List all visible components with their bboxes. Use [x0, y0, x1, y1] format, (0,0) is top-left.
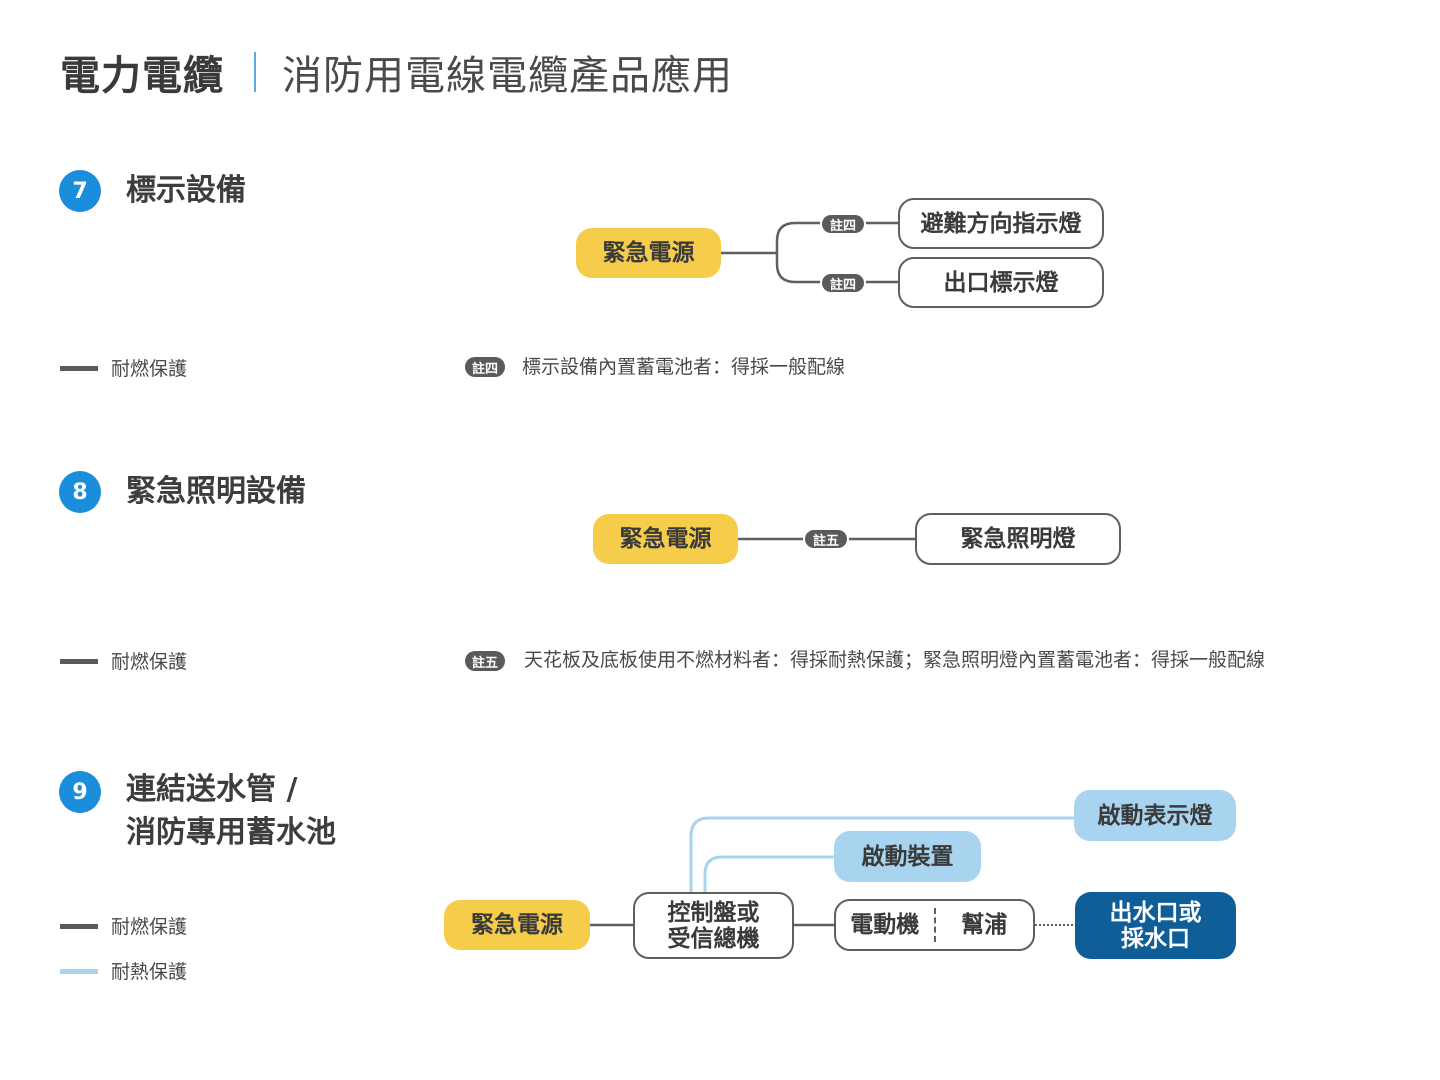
- legend-label: 耐燃保護: [111, 916, 188, 938]
- control-panel-node: 控制盤或 受信總機: [633, 892, 794, 959]
- control-panel-label-line-2: 受信總機: [667, 925, 760, 952]
- connector-to-evacuation-light: [775, 221, 898, 253]
- start-indicator-light-node: 啟動表示燈: [1074, 790, 1236, 841]
- note-badge: 註四: [465, 357, 506, 377]
- note-text: 天花板及底板使用不燃材料者：得採耐熱保護；緊急照明燈內置蓄電池者：得採一般配線: [524, 649, 1266, 671]
- emergency-power-node: 緊急電源: [576, 228, 721, 278]
- motor-pump-divider: [933, 908, 936, 942]
- header-divider: [254, 52, 256, 92]
- water-outlet-node: 出水口或 採水口: [1075, 892, 1236, 959]
- page-header: 電力電纜 消防用電線電纜產品應用: [60, 44, 733, 100]
- emergency-power-node: 緊急電源: [444, 900, 590, 950]
- page-subtitle: 消防用電線電纜產品應用: [282, 53, 733, 99]
- section-title-line-2: 消防專用蓄水池: [126, 815, 336, 850]
- page-title: 電力電纜: [60, 53, 224, 99]
- fire-resistant-legend-line: [60, 659, 98, 664]
- note-4-edge-badge: 註四: [820, 213, 867, 235]
- section-9-connectors: [590, 816, 1075, 927]
- start-device-node: 啟動裝置: [834, 831, 981, 882]
- note-text: 標示設備內置蓄電池者：得採一般配線: [522, 356, 846, 378]
- connector-to-start-indicator: [689, 816, 1074, 892]
- water-outlet-label-line-2: 採水口: [1121, 925, 1190, 952]
- section-number-badge: 9: [59, 771, 101, 813]
- section-title: 標示設備: [126, 173, 246, 208]
- section-title-line-1: 連結送水管 /: [126, 772, 298, 807]
- legend-label: 耐燃保護: [111, 358, 188, 380]
- motor-label: 電動機: [850, 912, 920, 938]
- connector-to-exit-sign: [775, 253, 898, 284]
- emergency-power-node: 緊急電源: [593, 514, 738, 564]
- heat-resistant-legend-line: [60, 969, 98, 974]
- section-number-badge: 7: [59, 170, 101, 212]
- connector-to-start-device: [703, 855, 834, 892]
- section-7-connectors: [721, 221, 898, 284]
- section-title: 緊急照明設備: [126, 474, 306, 509]
- water-outlet-label-line-1: 出水口或: [1109, 899, 1202, 926]
- section-number-badge: 8: [59, 471, 101, 513]
- control-panel-label-line-1: 控制盤或: [667, 899, 760, 926]
- legend-label: 耐熱保護: [111, 961, 188, 983]
- fire-resistant-legend-line: [60, 366, 98, 371]
- note-4-edge-badge: 註四: [820, 272, 867, 294]
- note-5-edge-badge: 註五: [803, 528, 850, 550]
- exit-sign-light-node: 出口標示燈: [898, 257, 1104, 308]
- legend-label: 耐燃保護: [111, 651, 188, 673]
- motor-pump-node: 電動機 幫浦: [834, 899, 1035, 951]
- evacuation-direction-light-node: 避難方向指示燈: [898, 198, 1104, 249]
- pump-label: 幫浦: [961, 912, 1008, 938]
- fire-resistant-legend-line: [60, 924, 98, 929]
- emergency-light-node: 緊急照明燈: [915, 513, 1121, 565]
- note-badge: 註五: [465, 651, 506, 671]
